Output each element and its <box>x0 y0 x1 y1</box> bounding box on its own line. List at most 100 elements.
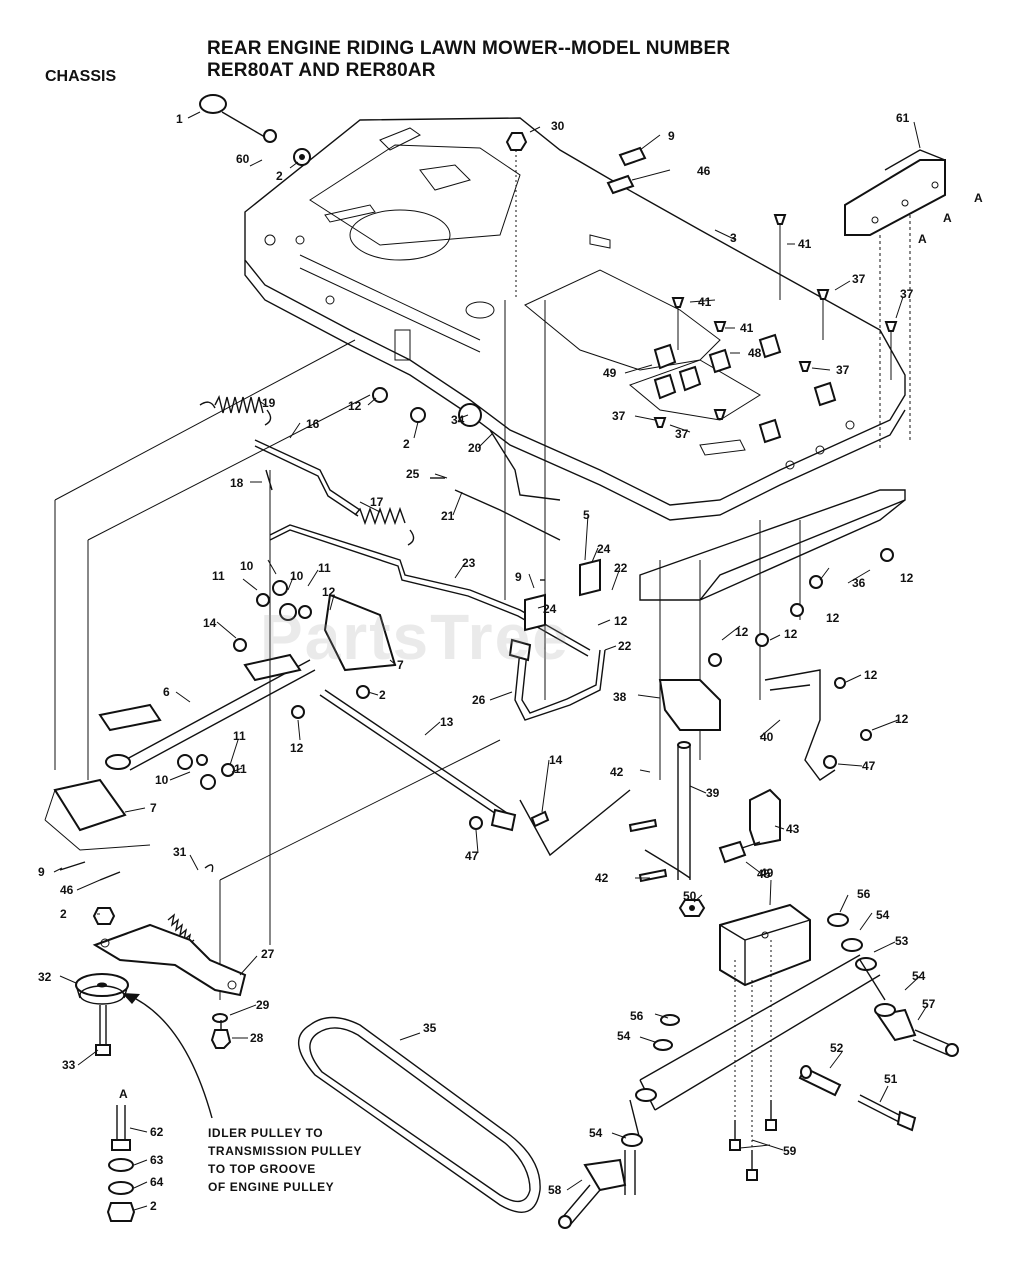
part-label-12: 12 <box>290 741 304 755</box>
part-label-36: 36 <box>852 576 866 590</box>
part-label-10: 10 <box>290 569 304 583</box>
callout-line-1: IDLER PULLEY TO <box>208 1126 324 1140</box>
part-label-46: 46 <box>60 883 74 897</box>
part-label-2: 2 <box>403 437 410 451</box>
part-label-54: 54 <box>912 969 926 983</box>
part-label-37: 37 <box>675 427 689 441</box>
axle-53 <box>629 954 886 1141</box>
diagram-title-line1: REAR ENGINE RIDING LAWN MOWER--MODEL NUM… <box>207 38 731 59</box>
part-label-56: 56 <box>630 1009 644 1023</box>
part-label-28: 28 <box>250 1031 264 1045</box>
ref-mark-a: A <box>974 191 983 205</box>
tube-52-bolt-51 <box>798 1065 917 1132</box>
spring-17 <box>354 506 415 546</box>
nuts-12-2-34 <box>372 387 482 427</box>
shaft-6 <box>98 653 316 771</box>
part-label-1: 1 <box>176 112 183 126</box>
part-label-17: 17 <box>370 495 384 509</box>
part-label-2: 2 <box>60 907 67 921</box>
nuts-12-right <box>708 548 894 769</box>
part-label-60: 60 <box>236 152 250 166</box>
part-label-23: 23 <box>462 556 476 570</box>
part-label-12: 12 <box>348 399 362 413</box>
part-label-43: 43 <box>786 822 800 836</box>
hardware-60-2 <box>263 129 311 166</box>
part-label-26: 26 <box>472 693 486 707</box>
part-label-42: 42 <box>610 765 624 779</box>
brackets-24-22 <box>524 558 601 632</box>
part-label-6: 6 <box>163 685 170 699</box>
clips-49-48 <box>653 333 837 444</box>
part-label-14: 14 <box>203 616 217 630</box>
bolt-33 <box>95 1005 111 1056</box>
spindle-57 <box>876 1008 959 1057</box>
part-label-19: 19 <box>262 396 276 410</box>
idler-pulley-callout: IDLER PULLEY TO TRANSMISSION PULLEY TO T… <box>208 1124 362 1196</box>
part-label-46: 46 <box>697 164 711 178</box>
part-label-10: 10 <box>240 559 254 573</box>
part-label-39: 39 <box>706 786 720 800</box>
part-label-12: 12 <box>900 571 914 585</box>
nut-30 <box>505 132 528 300</box>
part-label-53: 53 <box>895 934 909 948</box>
shaft-39 <box>644 741 691 880</box>
part-label-49: 49 <box>760 866 774 880</box>
part-label-37: 37 <box>900 287 914 301</box>
part-label-54: 54 <box>876 908 890 922</box>
part-label-48: 48 <box>748 346 762 360</box>
part-label-2: 2 <box>276 169 283 183</box>
small-parts-18-25 <box>265 469 445 491</box>
part-label-54: 54 <box>617 1029 631 1043</box>
part-label-33: 33 <box>62 1058 76 1072</box>
part-label-51: 51 <box>884 1072 898 1086</box>
part-label-49: 49 <box>603 366 617 380</box>
part-label-24: 24 <box>543 602 557 616</box>
inset-label-a: A <box>119 1087 128 1101</box>
part-label-34: 34 <box>451 413 465 427</box>
part-label-21: 21 <box>441 509 455 523</box>
part-label-12: 12 <box>322 585 336 599</box>
watermark: PartsTree <box>260 601 570 673</box>
part-label-12: 12 <box>895 712 909 726</box>
part-label-41: 41 <box>740 321 754 335</box>
ref-mark-a: A <box>943 211 952 225</box>
chassis-frame <box>244 117 906 521</box>
callout-line-3: TO TOP GROOVE <box>208 1162 316 1176</box>
idler-arm-27 <box>92 923 247 997</box>
part-label-45: 45 <box>757 867 771 881</box>
nut-50 <box>678 899 706 917</box>
part-label-63: 63 <box>150 1153 164 1167</box>
part-label-7: 7 <box>397 658 404 672</box>
bolts-59 <box>729 940 777 1181</box>
plates-7 <box>44 593 397 851</box>
bolt-45 <box>718 840 761 864</box>
leader-lines <box>53 111 929 1211</box>
part-label-11: 11 <box>234 762 247 776</box>
washers-10-11 <box>177 580 312 790</box>
part-label-31: 31 <box>173 845 187 859</box>
part-label-35: 35 <box>423 1021 437 1035</box>
part-label-11: 11 <box>233 729 246 743</box>
inset-a-hardware <box>106 1105 136 1222</box>
eyebolt-1 <box>199 94 271 141</box>
part-label-30: 30 <box>551 119 565 133</box>
part-label-37: 37 <box>612 409 626 423</box>
part-label-14: 14 <box>549 753 563 767</box>
part-label-32: 32 <box>38 970 52 984</box>
pins-42 <box>628 818 668 883</box>
part-label-9: 9 <box>515 570 522 584</box>
part-label-50: 50 <box>683 889 697 903</box>
part-label-61: 61 <box>896 111 910 125</box>
callout-line-4: OF ENGINE PULLEY <box>208 1180 335 1194</box>
part-label-9: 9 <box>668 129 675 143</box>
part-label-47: 47 <box>465 849 479 863</box>
diagram-title-line2: RER80AT AND RER80AR <box>207 60 436 81</box>
rod-16 <box>254 439 361 517</box>
part-label-59: 59 <box>783 1144 797 1158</box>
channel-36 <box>639 489 906 780</box>
part-label-12: 12 <box>735 625 749 639</box>
part-label-5: 5 <box>583 508 590 522</box>
part-label-40: 40 <box>760 730 774 744</box>
rod-13 <box>319 689 517 832</box>
